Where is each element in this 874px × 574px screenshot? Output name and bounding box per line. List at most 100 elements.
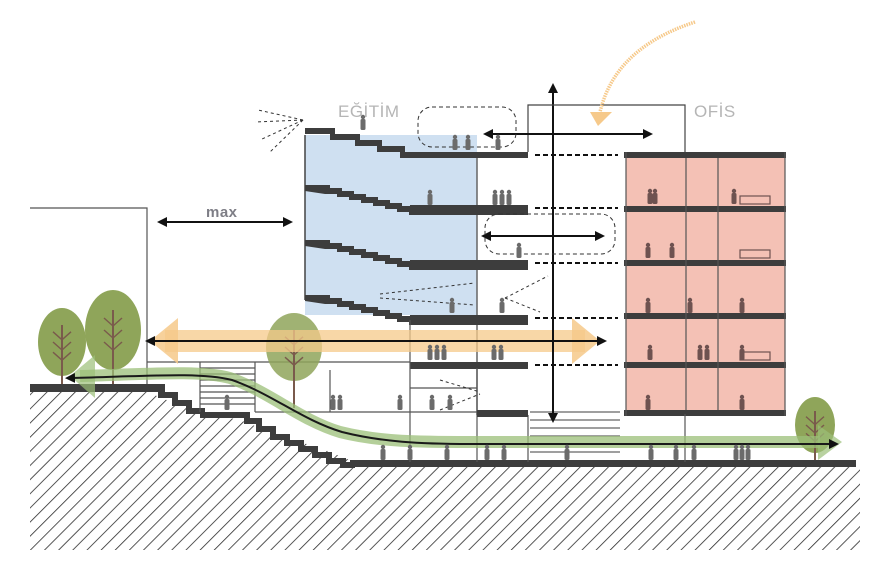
- person-body: [484, 449, 490, 460]
- person-body: [739, 399, 745, 410]
- tree-branch: [61, 351, 72, 361]
- tree-branch: [61, 331, 72, 341]
- tree-icon: [38, 308, 86, 384]
- person-head: [495, 134, 501, 140]
- person-head: [407, 444, 413, 450]
- person-head: [506, 189, 512, 195]
- person-head: [452, 134, 458, 140]
- office-slab: [624, 410, 786, 416]
- tree-branch: [61, 341, 72, 351]
- person-head: [360, 114, 366, 120]
- person-body: [745, 449, 751, 460]
- atrium: [410, 154, 618, 369]
- person-figure: [673, 444, 679, 460]
- person-figure: [330, 394, 336, 410]
- atrium-slab: [410, 260, 528, 267]
- person-figure: [407, 444, 413, 460]
- person-body: [739, 349, 745, 360]
- tree-branch: [293, 356, 304, 366]
- office-slab: [624, 362, 786, 368]
- person-body: [452, 139, 458, 150]
- person-head: [501, 444, 507, 450]
- person-body: [380, 449, 386, 460]
- person-figure: [499, 297, 505, 313]
- person-head: [224, 394, 230, 400]
- person-figure: [564, 444, 570, 460]
- person-figure: [447, 394, 453, 410]
- atrium-slab: [410, 315, 528, 322]
- person-head: [429, 394, 435, 400]
- person-body: [397, 399, 403, 410]
- person-figure: [495, 134, 501, 150]
- desk-icon: [739, 249, 771, 259]
- person-head: [465, 134, 471, 140]
- upper-dashed-zone: [417, 106, 517, 148]
- person-figure: [360, 114, 366, 130]
- person-figure: [498, 344, 504, 360]
- person-figure: [745, 444, 751, 460]
- sight-lines: [254, 109, 549, 411]
- person-figure: [648, 444, 654, 460]
- person-body: [645, 302, 651, 313]
- person-head: [652, 188, 658, 194]
- person-body: [652, 193, 658, 204]
- office-label: OFİS: [694, 102, 736, 121]
- person-body: [697, 349, 703, 360]
- person-body: [427, 194, 433, 205]
- person-head: [330, 394, 336, 400]
- person-body: [441, 349, 447, 360]
- person-body: [564, 449, 570, 460]
- person-head: [691, 444, 697, 450]
- person-head: [704, 344, 710, 350]
- office-slab: [624, 152, 786, 158]
- tree-branch: [52, 331, 63, 341]
- person-body: [648, 449, 654, 460]
- middle-dashed-zone: [484, 213, 616, 255]
- person-head: [447, 394, 453, 400]
- person-figure: [645, 242, 651, 258]
- person-head: [648, 444, 654, 450]
- person-body: [673, 449, 679, 460]
- tree-branch: [103, 329, 114, 339]
- person-body: [499, 194, 505, 205]
- person-head: [492, 189, 498, 195]
- person-head: [739, 297, 745, 303]
- person-head: [647, 188, 653, 194]
- person-head: [498, 344, 504, 350]
- person-body: [444, 449, 450, 460]
- tree-branch: [284, 356, 295, 366]
- person-figure: [691, 444, 697, 460]
- atrium-slab: [410, 362, 528, 369]
- person-body: [669, 247, 675, 258]
- education-label: EĞİTİM: [338, 102, 400, 121]
- person-body: [691, 449, 697, 460]
- tree-branch: [112, 341, 123, 351]
- person-figure: [465, 134, 471, 150]
- person-head: [645, 297, 651, 303]
- person-head: [673, 444, 679, 450]
- person-body: [645, 399, 651, 410]
- person-figure: [645, 297, 651, 313]
- person-figure: [731, 188, 737, 204]
- people: [224, 114, 751, 460]
- person-body: [495, 139, 501, 150]
- person-body: [501, 449, 507, 460]
- person-body: [449, 302, 455, 313]
- person-body: [330, 399, 336, 410]
- person-head: [647, 344, 653, 350]
- person-head: [745, 444, 751, 450]
- education-fill: [305, 135, 477, 315]
- person-head: [739, 394, 745, 400]
- person-body: [647, 349, 653, 360]
- person-figure: [516, 242, 522, 258]
- person-body: [360, 119, 366, 130]
- atrium-slab: [410, 205, 528, 212]
- person-figure: [647, 188, 653, 204]
- tree-branch: [112, 317, 123, 327]
- tree-branch: [52, 351, 63, 361]
- office-slab: [624, 260, 786, 266]
- person-head: [731, 188, 737, 194]
- person-figure: [337, 394, 343, 410]
- person-figure: [491, 344, 497, 360]
- person-head: [427, 189, 433, 195]
